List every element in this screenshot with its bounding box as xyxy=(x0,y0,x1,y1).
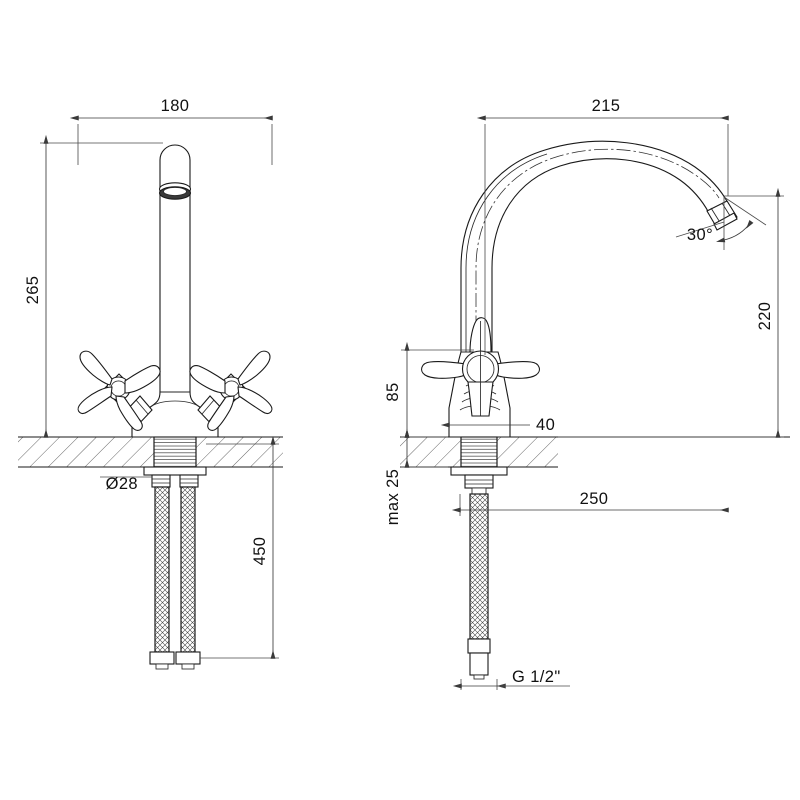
dim-30deg-label: 30° xyxy=(687,226,713,244)
dim-215-label: 215 xyxy=(592,97,621,115)
dim-max-25-label: max 25 xyxy=(384,469,402,526)
worktop-section-front xyxy=(18,436,283,468)
dim-180-label: 180 xyxy=(161,97,190,115)
mixer-body-front xyxy=(131,391,219,438)
spout-tube-front xyxy=(158,144,192,393)
dim-diam-28-label: Ø28 xyxy=(106,475,138,493)
dim-220-label: 220 xyxy=(756,302,774,331)
dim-diameter-28: Ø28 xyxy=(100,475,152,493)
gooseneck-spout-side xyxy=(460,140,729,353)
handle-right-front[interactable] xyxy=(189,350,273,431)
dim-250: 250 xyxy=(451,490,729,516)
flexible-hose-side xyxy=(467,493,491,680)
worktop-section-side xyxy=(400,436,790,468)
dim-215: 215 xyxy=(476,97,729,355)
dim-40: 40 xyxy=(440,416,555,434)
thread-callout-g12: G 1/2" xyxy=(452,668,570,690)
dim-85: 85 xyxy=(384,341,474,438)
handle-side[interactable] xyxy=(421,317,540,417)
front-view: 180 265 Ø28 450 xyxy=(18,97,283,670)
side-view: 215 30° 220 85 40 xyxy=(384,97,790,690)
dim-450: 450 xyxy=(200,435,279,659)
thread-g12-label: G 1/2" xyxy=(512,668,561,686)
dim-450-label: 450 xyxy=(251,537,269,566)
dim-40-label: 40 xyxy=(536,416,555,434)
handle-left-front[interactable] xyxy=(77,350,161,431)
dim-30-degree: 30° xyxy=(675,196,767,250)
dim-265: 265 xyxy=(24,134,163,438)
dim-265-label: 265 xyxy=(24,276,42,305)
mounting-shank-front xyxy=(143,436,207,488)
dim-180: 180 xyxy=(69,97,273,165)
flexible-hoses-front xyxy=(149,486,201,670)
dim-220: 220 xyxy=(558,187,784,438)
mounting-shank-side xyxy=(450,436,508,495)
dim-85-label: 85 xyxy=(384,382,402,401)
dim-250-label: 250 xyxy=(580,490,609,508)
dim-max-25: max 25 xyxy=(384,428,448,526)
